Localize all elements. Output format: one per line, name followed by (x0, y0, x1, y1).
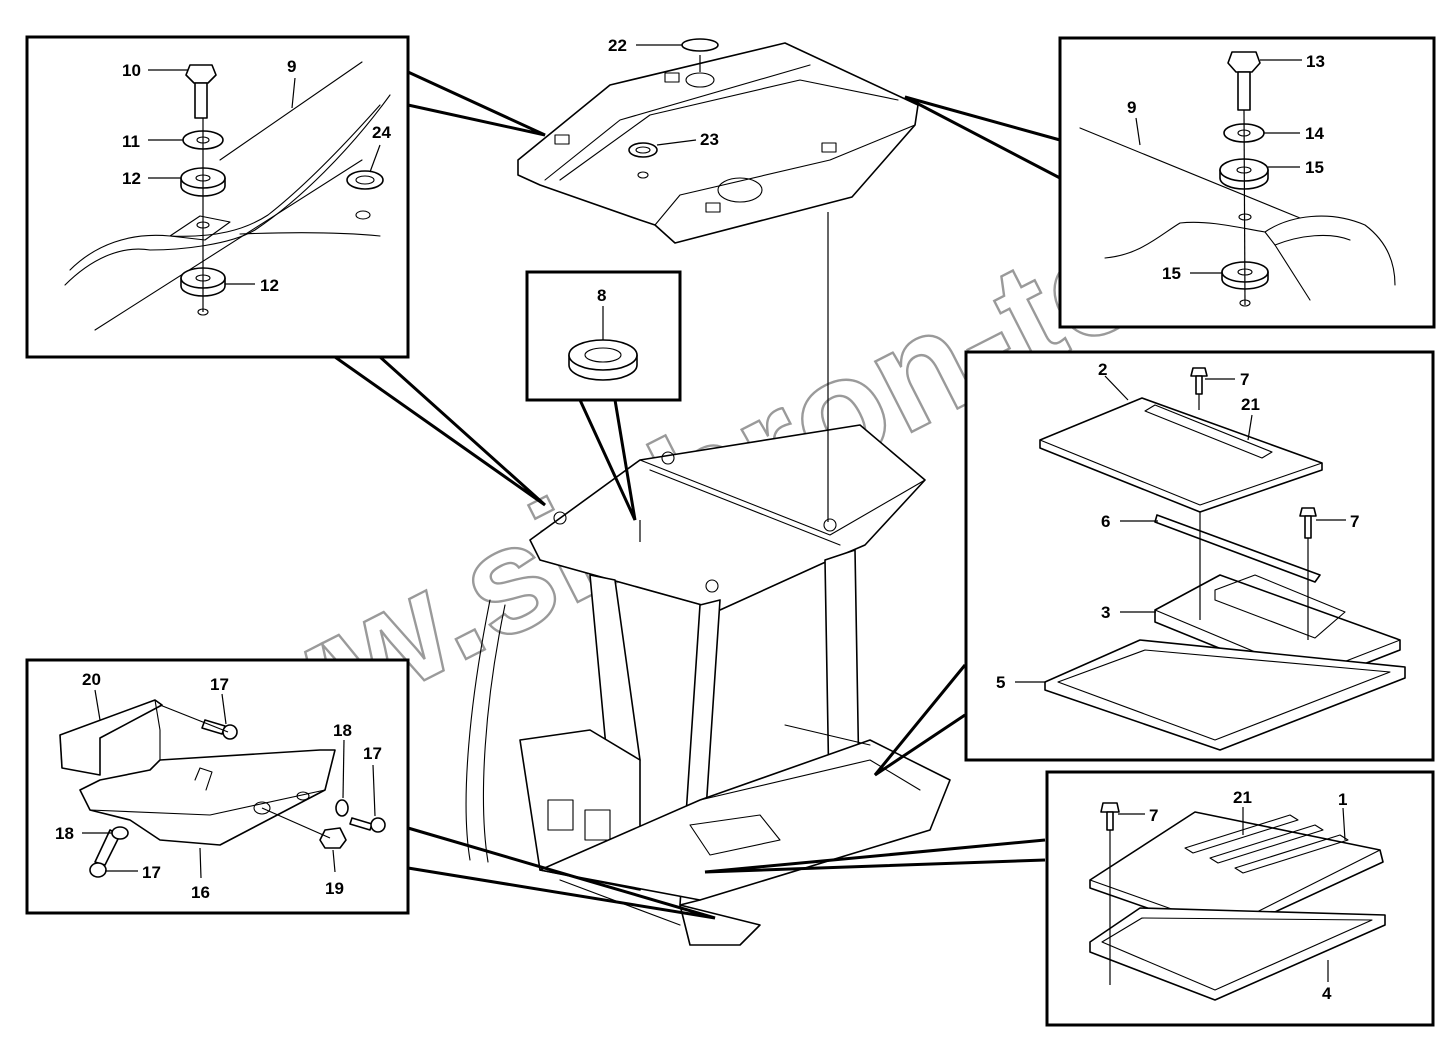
callout-12-lower: 12 (260, 276, 279, 295)
callout-8: 8 (597, 286, 606, 305)
callout-6: 6 (1101, 512, 1110, 531)
roof-hatch-parts (1039, 367, 1406, 751)
callout-17-top: 17 (210, 675, 229, 694)
callouts-roof: 22 23 (608, 36, 719, 149)
callout-2: 2 (1098, 360, 1107, 379)
callout-22: 22 (608, 36, 627, 55)
callout-7-upper: 7 (1240, 370, 1249, 389)
callout-17-bottom: 17 (142, 863, 161, 882)
callout-12-upper: 12 (122, 169, 141, 188)
callout-23: 23 (700, 130, 719, 149)
detail-connectors (334, 70, 1061, 920)
callout-21-floor: 21 (1233, 788, 1252, 807)
cab-frame-illustration (465, 424, 951, 946)
roof-mount-left-parts (64, 61, 391, 331)
callouts-roof-mount-left: 10 9 11 12 24 12 (122, 57, 391, 295)
callout-5: 5 (996, 673, 1005, 692)
callouts-roof-mount-right: 13 9 14 15 15 (1127, 52, 1325, 283)
callout-9-left: 9 (287, 57, 296, 76)
step-bracket-parts (59, 699, 386, 878)
callout-24: 24 (372, 123, 391, 142)
callout-15-lower: 15 (1162, 264, 1181, 283)
grommet-part (568, 339, 638, 381)
callout-7-lower: 7 (1350, 512, 1359, 531)
callouts-step-bracket: 20 17 18 17 18 17 16 19 (55, 670, 382, 902)
callouts-roof-hatch: 2 7 21 6 7 3 5 (996, 360, 1359, 692)
callout-21-hatch: 21 (1241, 395, 1260, 414)
callout-16: 16 (191, 883, 210, 902)
callout-20: 20 (82, 670, 101, 689)
callout-10: 10 (122, 61, 141, 80)
detail-box-roof-mount-left (25, 35, 410, 359)
callout-11: 11 (122, 132, 140, 151)
callout-7-floor: 7 (1149, 806, 1158, 825)
roof-mount-right-parts (1079, 51, 1396, 307)
callout-9-right: 9 (1127, 98, 1136, 117)
floor-hatch-parts (1089, 802, 1386, 1001)
callout-17-right: 17 (363, 744, 382, 763)
callout-19: 19 (325, 879, 344, 898)
callout-18-right: 18 (333, 721, 352, 740)
callout-4: 4 (1322, 984, 1332, 1003)
callouts-floor-hatch: 7 21 1 4 (1118, 788, 1347, 1003)
callouts-grommet: 8 (597, 286, 606, 340)
callout-13: 13 (1306, 52, 1325, 71)
callout-3: 3 (1101, 603, 1110, 622)
callout-15-upper: 15 (1305, 158, 1324, 177)
callout-14: 14 (1305, 124, 1324, 143)
callout-18-left: 18 (55, 824, 74, 843)
callout-1: 1 (1338, 790, 1347, 809)
